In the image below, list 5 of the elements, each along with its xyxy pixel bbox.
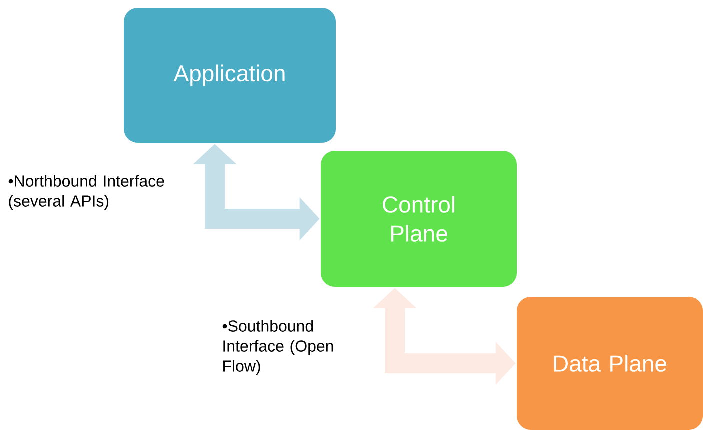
edge-label: •Northbound Interface (several APIs) [8, 175, 164, 210]
process-box: Data Plane [517, 297, 703, 430]
process-box: Control Plane [321, 151, 517, 287]
process-box: Application [124, 8, 336, 143]
edge-label: •Southbound Interface (Open Flow) [222, 320, 334, 376]
